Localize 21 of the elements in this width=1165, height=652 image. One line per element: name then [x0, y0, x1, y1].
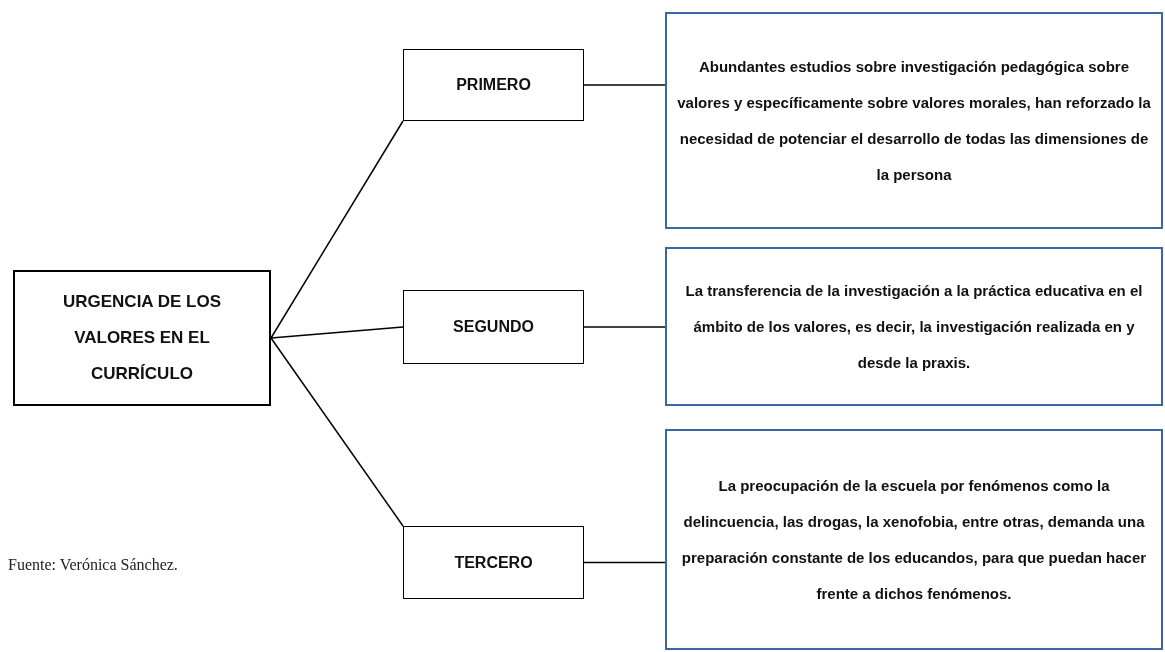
description-box [665, 247, 1163, 406]
box-text: PRIMERO [456, 75, 531, 95]
box-text: La preocupación de la escuela por fenómenos como la delincuencia, las drogas, la xenofobia, entre otras, demanda una preparación constante de los educandos, para que puedan hacer frente a dichos fenómenos. [680, 475, 1148, 604]
topic-box [13, 270, 271, 406]
connector-line [583, 561, 666, 564]
box-text: La transferencia de la investigación a la práctica educativa en el ámbito de los valores, es decir, la investigación realizada en y desde la praxis. [684, 280, 1144, 373]
box-text: TERCERO [454, 552, 533, 573]
box-text: SEGUNDO [453, 317, 534, 337]
connector-line [583, 84, 666, 86]
source-note: Fuente: Verónica Sánchez. [8, 556, 178, 574]
connector-line [270, 120, 404, 339]
connector-line [270, 326, 404, 339]
step-box [403, 49, 584, 121]
connector-line [583, 326, 666, 328]
box-text: Abundantes estudios sobre investigación pedagógica sobre valores y específicamente sobre valores morales, han reforzado la necesidad de potenciar el desarrollo de todas las dimensiones de la persona [676, 56, 1152, 185]
step-box [403, 526, 584, 599]
box-text: URGENCIA DE LOS VALORES EN EL CURRÍCULO [61, 291, 222, 385]
description-box [665, 429, 1163, 650]
description-box [665, 12, 1163, 229]
step-box [403, 290, 584, 364]
connector-line [270, 337, 404, 527]
